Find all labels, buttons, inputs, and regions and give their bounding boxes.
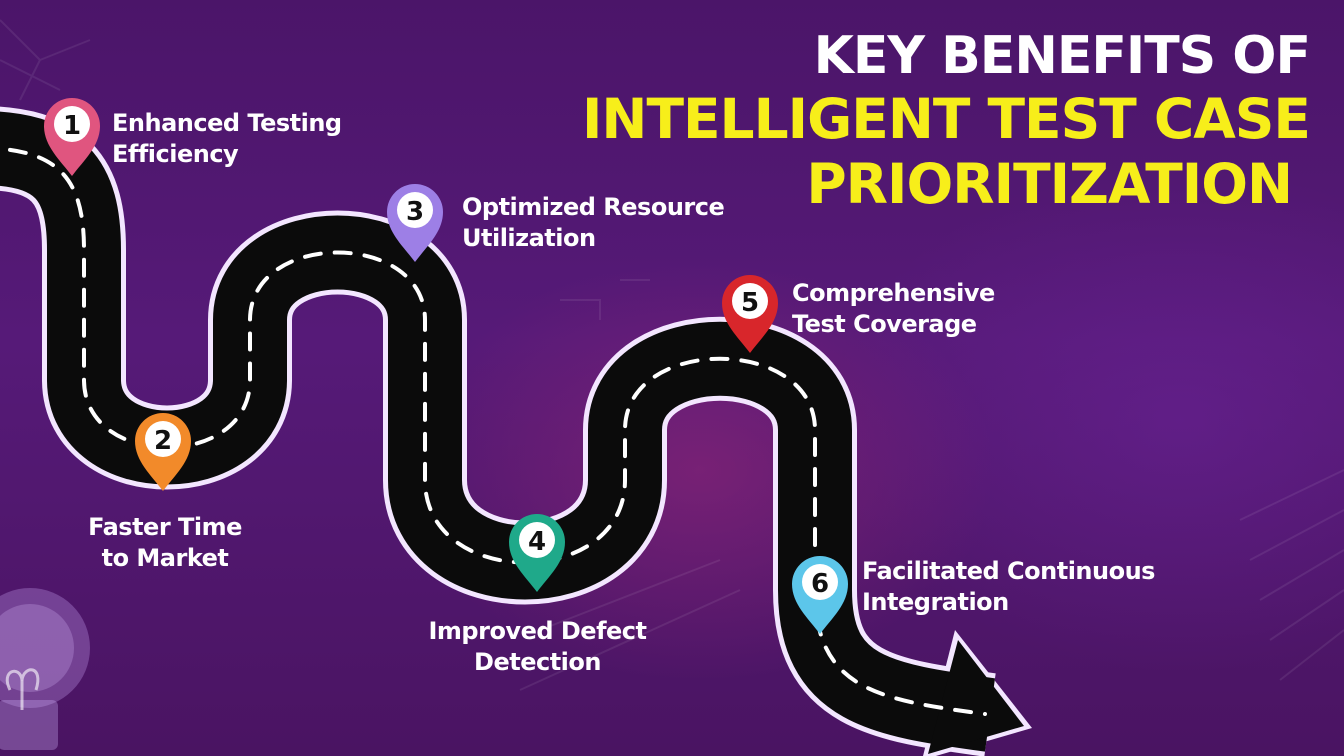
pin-number: 3 <box>406 197 424 227</box>
page-title: KEY BENEFITS OF INTELLIGENT TEST CASE PR… <box>581 26 1311 222</box>
pin-number: 4 <box>528 527 546 557</box>
milestone-label-2: Faster Time to Market <box>80 512 250 574</box>
pin-3: 3 <box>387 184 443 262</box>
milestone-label-5: Comprehensive Test Coverage <box>792 278 995 340</box>
title-line-3: PRIORITIZATION <box>806 152 1293 216</box>
pin-4: 4 <box>509 514 565 592</box>
milestone-label-line: Optimized Resource <box>462 193 725 221</box>
lightbulb-icon <box>0 588 90 750</box>
milestone-label-line: Enhanced Testing <box>112 109 342 137</box>
milestone-label-line: Test Coverage <box>792 310 977 338</box>
milestone-label-line: Faster Time <box>88 513 242 541</box>
pin-2: 2 <box>135 413 191 491</box>
milestone-label-4: Improved Defect Detection <box>415 616 660 678</box>
pin-number: 5 <box>741 288 759 318</box>
milestone-label-line: Comprehensive <box>792 279 995 307</box>
pin-number: 1 <box>63 111 81 141</box>
pin-6: 6 <box>792 556 848 634</box>
milestone-label-line: Facilitated Continuous <box>862 557 1155 585</box>
pin-number: 2 <box>154 426 172 456</box>
milestone-label-line: Utilization <box>462 224 596 252</box>
milestone-label-line: Integration <box>862 588 1009 616</box>
milestone-label-1: Enhanced Testing Efficiency <box>112 108 342 170</box>
milestone-label-line: Improved Defect <box>428 617 647 645</box>
background-decoration <box>0 19 1344 691</box>
lane-marking <box>0 146 987 716</box>
milestone-label-line: to Market <box>101 544 229 572</box>
milestone-label-line: Detection <box>474 648 601 676</box>
pin-5: 5 <box>722 275 778 353</box>
pin-number: 6 <box>811 569 829 599</box>
road-arrow-icon <box>928 640 1024 754</box>
title-line-1: KEY BENEFITS OF <box>813 26 1311 86</box>
title-line-2: INTELLIGENT TEST CASE <box>581 87 1311 151</box>
milestone-label-3: Optimized Resource Utilization <box>462 192 725 254</box>
pin-1: 1 <box>44 98 100 176</box>
milestone-label-6: Facilitated Continuous Integration <box>862 556 1155 618</box>
milestone-label-line: Efficiency <box>112 140 239 168</box>
